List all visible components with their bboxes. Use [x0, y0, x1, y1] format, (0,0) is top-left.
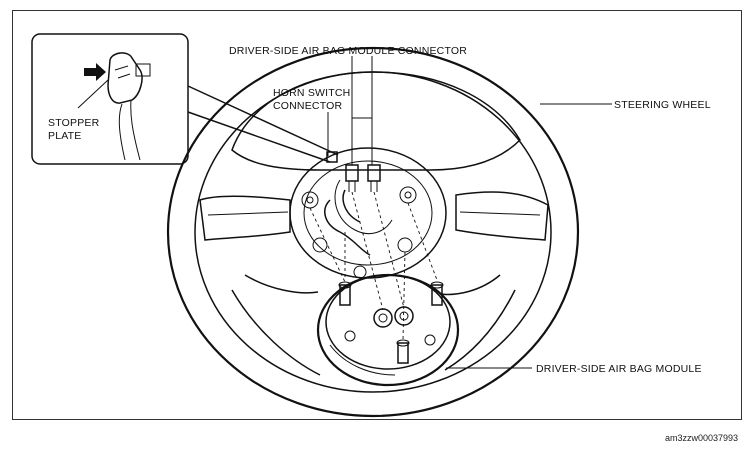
reference-code: am3zzw00037993 — [664, 433, 738, 443]
diagram-frame — [12, 10, 742, 420]
label-steering-wheel: STEERING WHEEL — [614, 99, 711, 111]
label-horn-switch-connector-line1: HORN SWITCH — [273, 87, 350, 99]
alignment-lines — [309, 191, 438, 341]
leader-lines — [327, 56, 612, 369]
label-driver-side-air-bag-module: DRIVER-SIDE AIR BAG MODULE — [536, 363, 702, 375]
label-stopper-plate-line1: STOPPER — [48, 117, 100, 129]
label-stopper-plate-line2: PLATE — [48, 130, 81, 142]
stopper-plate-inset — [31, 33, 189, 165]
air-bag-module — [316, 273, 460, 387]
steering-wheel — [166, 46, 580, 418]
label-horn-switch-connector-line2: CONNECTOR — [273, 100, 342, 112]
inset-pointer-lines — [187, 85, 339, 163]
air-bag-connectors — [326, 151, 381, 192]
label-driver-side-air-bag-module-connector: DRIVER-SIDE AIR BAG MODULE CONNECTOR — [229, 45, 467, 57]
